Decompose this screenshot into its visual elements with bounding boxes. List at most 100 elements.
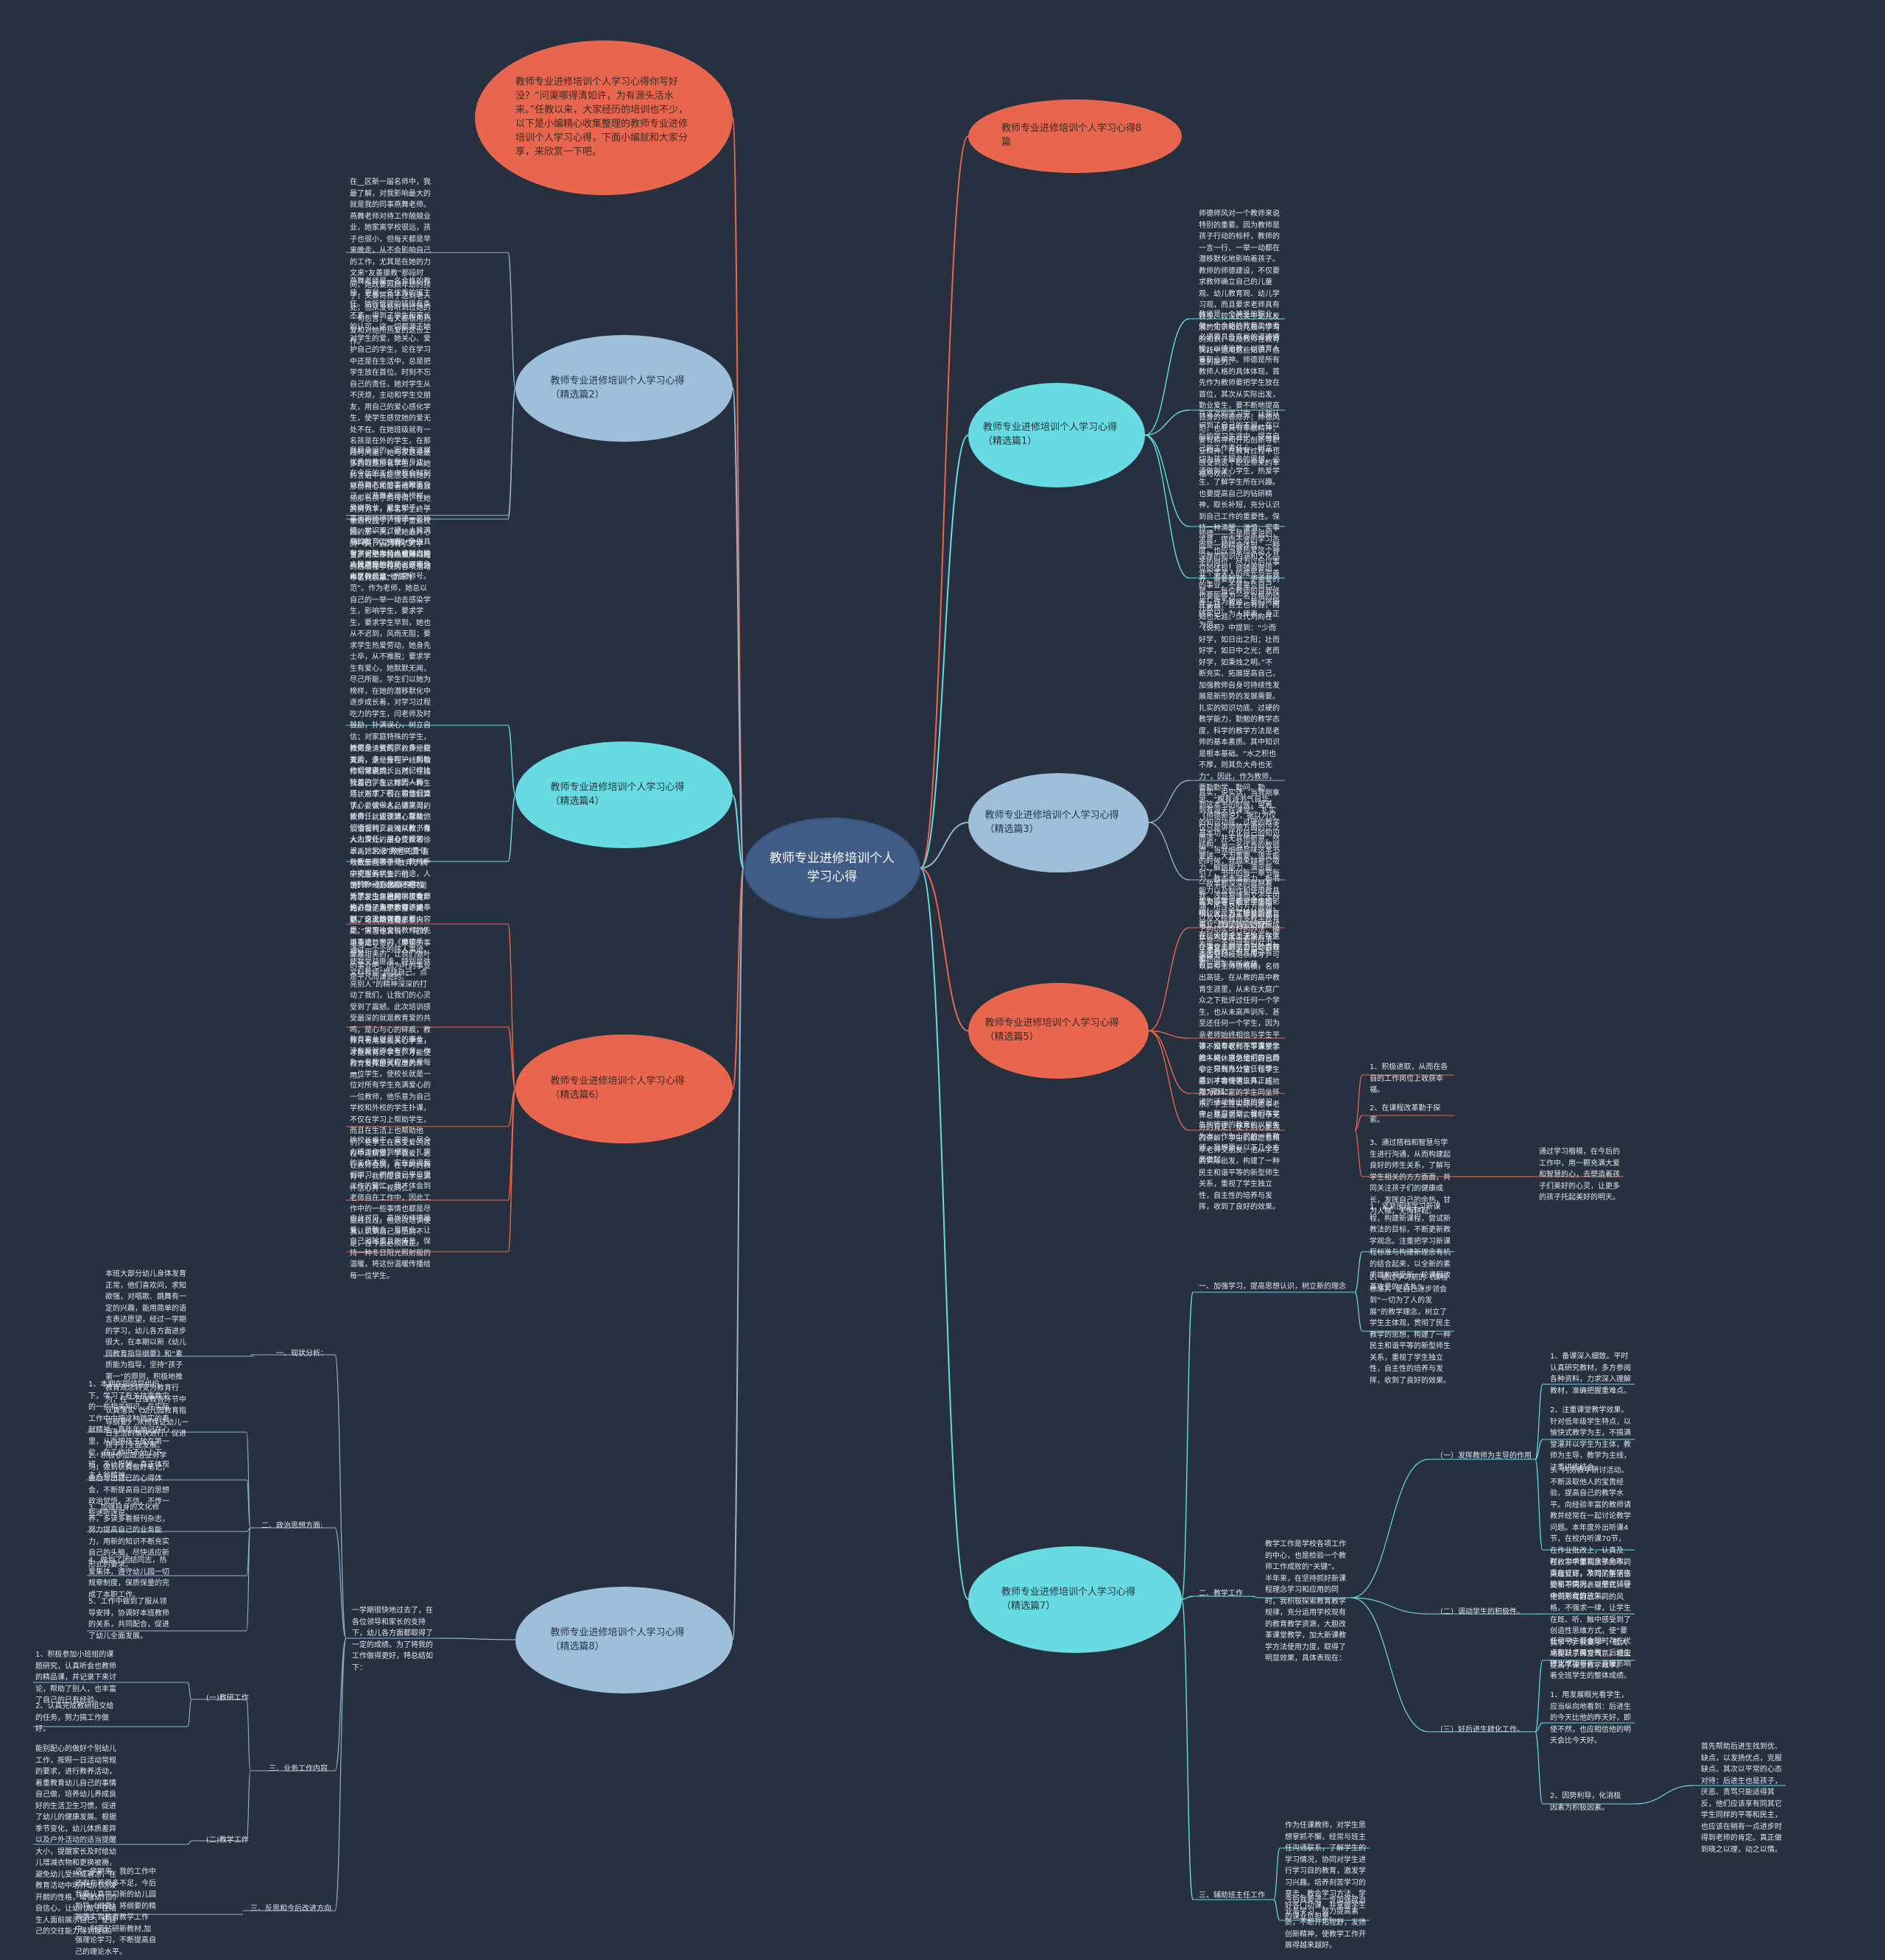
connector-line	[507, 387, 516, 516]
text-block: 诸的活动给出我的学习中，我意识到，我们在学生的管理的教育的以学生为本，作为山区的…	[1199, 1099, 1280, 1164]
text-block: 教师是清贫的，教师是寂寞的，这是身在一线的教师常常说的。当然，在挂我自己，在这样…	[350, 745, 431, 981]
text-block: 读不知辛老师在下课放学推午间休息总是把自己的学生带到办公室，让学生感到平等待遇以…	[1199, 1043, 1280, 1211]
text-block: 3、通过搭档和智慧与学生进行沟通，从而构建起良好的师生关系，了解与学生相关的方方…	[1370, 1139, 1451, 1216]
text-block: 在这次的学习中，让我认识到了自己的不足。在以后的学习生涯中，提高自己的工作责任心…	[1199, 410, 1280, 613]
connector-line	[334, 1354, 347, 1639]
connector-line	[1350, 1459, 1429, 1598]
text-block: 作为任课教师，对学生思想掌抓不懈，经常与班主任沟通联系，了解学生的学习情况，协同…	[1285, 1822, 1366, 1921]
connector-line	[1181, 1598, 1194, 1900]
section-heading: 二、教学工作	[1199, 1590, 1243, 1598]
connector-line	[732, 387, 744, 869]
branch-essay-1[interactable]: 教师专业进修培训个人学习心得（精选篇1）	[968, 383, 1145, 487]
connector-line	[1251, 1596, 1260, 1598]
connector-line	[1354, 1074, 1363, 1131]
connector-line	[1535, 1660, 1543, 1732]
connector-line	[1148, 1030, 1190, 1131]
connector-line	[334, 1527, 347, 1639]
section-heading: 一、现状分析：	[276, 1350, 328, 1358]
connector-line	[334, 1638, 347, 1772]
connector-line	[1273, 1847, 1280, 1900]
text-block: 4、做到了团结同志，热爱集体，遵守幼儿园一切规章制度，保质保量的完成了本职工作。	[88, 1557, 169, 1599]
branch-essay-2[interactable]: 教师专业进修培训个人学习心得（精选篇2）	[515, 335, 733, 442]
subsection-heading: (二)教学工作	[206, 1836, 249, 1844]
connector-line	[1535, 1731, 1543, 1805]
text-block: 2、通过学习新的《课程标准》，使自己逐步领会到“一切为了人的发展”的教学理念，树…	[1370, 1274, 1451, 1385]
connector-line	[1148, 780, 1190, 823]
text-block: 通过学习楷模，在今后的工作中，用一颗充满大爱和智慧的心，去塑造着孩子们美好的心灵…	[1539, 1148, 1620, 1202]
text-block: 燕舞老师是一名合格的教师，更是一名优秀的班主任。她所管理的班级有条不紊，得到了学…	[350, 278, 431, 582]
connector-line	[246, 1770, 251, 1841]
connector-line	[1354, 1291, 1363, 1332]
connector-line	[1144, 434, 1190, 527]
connector-line	[246, 1527, 251, 1532]
section-heading: 三、辅助班主任工作	[1199, 1892, 1265, 1900]
connector-line	[507, 252, 516, 389]
connector-line	[1535, 1459, 1543, 1551]
connector-line	[920, 867, 969, 1032]
branch-essay-7[interactable]: 教师专业进修培训个人学习心得（精选篇7）	[968, 1546, 1182, 1653]
connector-line	[920, 135, 969, 869]
text-block: 徐校长肯干、实干，尽全力将工作做到细致、扎实的工作态度，实在值得我们学习。想想自…	[350, 1137, 431, 1248]
root-label: 教师专业进修培训个人学习心得	[769, 851, 895, 884]
connector-line	[732, 867, 744, 1090]
branch-essay-3[interactable]: 教师专业进修培训个人学习心得（精选篇3）	[968, 773, 1149, 873]
text-block: 今后我要进一步加强政治业务学习，努力提高素质，不断开拓视野，发扬创新精神，使教学…	[1285, 1896, 1366, 1950]
connector-line	[1350, 1597, 1429, 1615]
connector-line	[1148, 1030, 1190, 1094]
text-block: 在教学中重视孩子的不同兴趣爱好，不同的生活感受和不同的表现形式，使他们形成自己不…	[1550, 1559, 1631, 1670]
branch-essay-5[interactable]: 教师专业进修培训个人学习心得（精选篇5）	[968, 983, 1149, 1079]
section-heading: 二、政治思想方面:	[261, 1522, 323, 1530]
subsection-heading: （三）好后进生转化工作。	[1436, 1726, 1524, 1734]
text-block: “师者，人之楷模也”。甘肃省中学特级教师闫桂珍就用她的行动很好地诠释了什么是“德…	[350, 539, 431, 924]
connector-line	[1144, 318, 1190, 436]
connector-line	[920, 867, 969, 1600]
connector-line	[507, 923, 516, 1090]
connector-line	[1354, 1129, 1363, 1177]
text-block: 本班大部分幼儿身体发育正常，他们喜欢问，求知欲强，对唱歌、跳舞有一定的兴趣，能用…	[105, 1270, 189, 1450]
text-block: 吉安小学曾明全师德楷模，就是为了挚爱的教育事业，为了孩子的健康成长，始终无怨无悔…	[1199, 898, 1280, 964]
text-block: 教师是一个神圣的职业，做一个合格的教育工作者必须要具备高尚的道德情操，以德治教，…	[1199, 311, 1280, 479]
text-block: 师德——不是用来说的，而是一种精神体现，一种深厚的知识内涵和文化品位的体现！师德…	[1199, 530, 1280, 630]
text-block: 5、工作中做到了服从领导安排，协调好本班教师的关系，共同配合，促进了幼儿全面发展…	[88, 1598, 169, 1640]
connector-line	[1148, 822, 1190, 881]
connector-line	[187, 1682, 192, 1700]
text-block: 1、备课深入细致。平时认真研究教材，多方参阅各种资料，力求深入理解教材，准确把握…	[1550, 1353, 1631, 1395]
root-topic[interactable]: 教师专业进修培训个人学习心得	[744, 817, 920, 919]
connector-line	[1148, 927, 1190, 1032]
connector-line	[920, 822, 969, 869]
connector-line	[507, 725, 516, 796]
intro-label: 教师专业进修培训个人学习心得你写好没？“问渠哪得清如许，为有源头活水来。”任教以…	[515, 77, 688, 158]
connector-line	[1354, 1115, 1363, 1131]
text-block: “师德”一直是个不老的话题。今年暑期学校教师也进行了集中的师德培训。这次培训的主…	[350, 881, 431, 958]
connector-line	[246, 1431, 251, 1529]
section-heading: 三、反思和今后改进方向	[250, 1905, 331, 1913]
text-block: 任何学生都会同时存在优点和缺点两方面，后进生转化成功与否，直接影响着全班学生的整…	[1550, 1638, 1631, 1680]
connector-line	[732, 867, 744, 1640]
connector-line	[1354, 1251, 1363, 1293]
subsection-heading: (一)教研工作	[206, 1694, 249, 1702]
text-block: 2、在课程改革勤于探索。	[1370, 1104, 1441, 1124]
text-block: 能别配心的做好个别幼儿工作，按照一日活动常规的要求，进行教养活动，着重教育幼儿自…	[35, 1745, 116, 1936]
connector-line	[1350, 1597, 1429, 1732]
text-block: 1、本期在园领导组织下，学习了有关抗震救灾的一些相关知识，在实际工作中中把这种踏…	[88, 1381, 169, 1480]
intro-node[interactable]: 教师专业进修培训个人学习心得你写好没？“问渠哪得清如许，为有源头活水来。”任教以…	[475, 40, 733, 195]
text-block: 2、注重课堂教学效果。针对低年级学生特点，以愉快式教学为主，不搞满堂灌并以学生为…	[1550, 1406, 1631, 1472]
connector-line	[1181, 1291, 1194, 1600]
text-block: 1、积极参加小班组的课题研究，认真听会也教师的精品课，并记录下来讨论，帮助了别人…	[35, 1651, 116, 1705]
connector-line	[334, 1638, 347, 1911]
branch-essay-8[interactable]: 教师专业进修培训个人学习心得（精选篇8）	[515, 1587, 733, 1693]
connector-line	[1535, 1383, 1543, 1460]
connector-line	[507, 1026, 516, 1090]
branch-8-pieces[interactable]: 教师专业进修培训个人学习心得8篇	[968, 99, 1182, 173]
section-heading: 三、业务工作内容	[269, 1765, 328, 1773]
connector-line	[1181, 1596, 1194, 1600]
branch-essay-4[interactable]: 教师专业进修培训个人学习心得（精选篇4）	[515, 741, 733, 848]
text-block: 这一学期来，我的工作中还存在着很多不足，今后我要认真学习新的幼儿园指导《纲要》将…	[75, 1868, 156, 1956]
text-block: 1、积极进取，从而在各自的工作岗位上收获幸福。	[1370, 1063, 1448, 1094]
connector-line	[1148, 1030, 1190, 1039]
connector-line	[920, 434, 969, 869]
branch-essay-6[interactable]: 教师专业进修培训个人学习心得（精选篇6）	[515, 1034, 733, 1143]
connector-line	[1535, 1439, 1543, 1460]
connector-line	[507, 1088, 516, 1252]
